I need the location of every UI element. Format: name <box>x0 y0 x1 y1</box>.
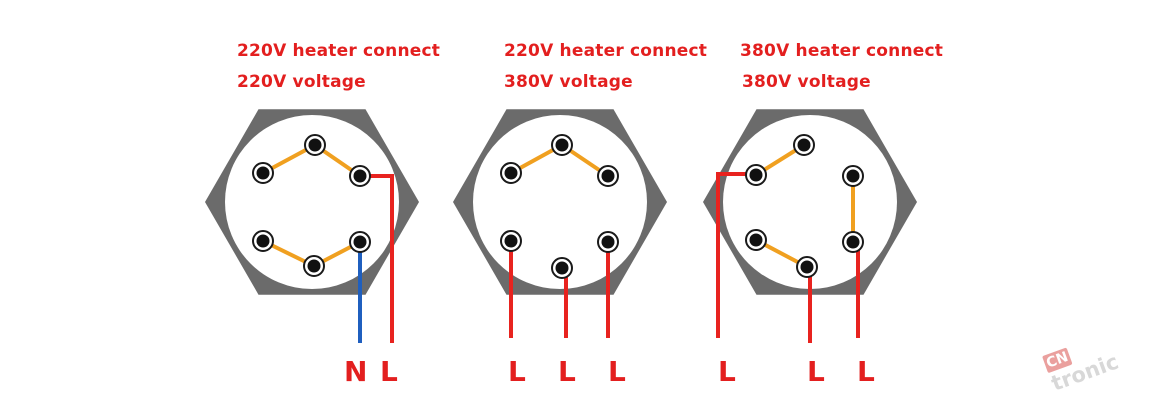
panel-3-terminal-l2: L <box>807 355 825 388</box>
panel-1-terminal-nut-4-core <box>256 234 270 248</box>
panel-3-terminal-nut-2-core <box>749 168 763 182</box>
panel-2-terminal-nut-4-core <box>504 234 518 248</box>
panel-2-terminal-l2: L <box>558 355 576 388</box>
panel-2-terminal-nut-1-core <box>555 138 569 152</box>
panel-2-terminal-l1: L <box>508 355 526 388</box>
panel-3-title-line2: 380V voltage <box>742 72 871 92</box>
panel-3-wire-1 <box>716 172 756 338</box>
panel-3-terminal-nut-5-core <box>846 235 860 249</box>
panel-3-title-line1: 380V heater connect <box>740 41 944 61</box>
panel-3-terminal-l1: L <box>718 355 736 388</box>
panel-3-terminal-nut-1-core <box>797 138 811 152</box>
panel-1-terminal-l: L <box>380 355 398 388</box>
panel-2-title-line1: 220V heater connect <box>504 41 708 61</box>
panel-3-terminal-l3: L <box>857 355 875 388</box>
panel-2-title-line2: 380V voltage <box>504 72 633 92</box>
panel-1-terminal-nut-5-core <box>353 235 367 249</box>
panel-2-terminal-l3: L <box>608 355 626 388</box>
panel-2-terminal-nut-5-core <box>601 235 615 249</box>
panel-3-terminal-nut-4-core <box>749 233 763 247</box>
panel-1-terminal-nut-2-core <box>256 166 270 180</box>
panel-2-terminal-nut-2-core <box>504 166 518 180</box>
panel-1-terminal-nut-1-core <box>308 138 322 152</box>
panel-1-terminal-n: N <box>344 355 368 388</box>
panel-3-terminal-nut-3-core <box>846 169 860 183</box>
panel-2-terminal-nut-6-core <box>555 261 569 275</box>
panel-1-title-line2: 220V voltage <box>237 72 366 92</box>
panel-2-terminal-nut-3-core <box>601 169 615 183</box>
panel-3-terminal-nut-6-core <box>800 260 814 274</box>
panel-1-terminal-nut-3-core <box>353 169 367 183</box>
panel-1-terminal-nut-6-core <box>307 259 321 273</box>
panel-1-title-line1: 220V heater connect <box>237 41 441 61</box>
